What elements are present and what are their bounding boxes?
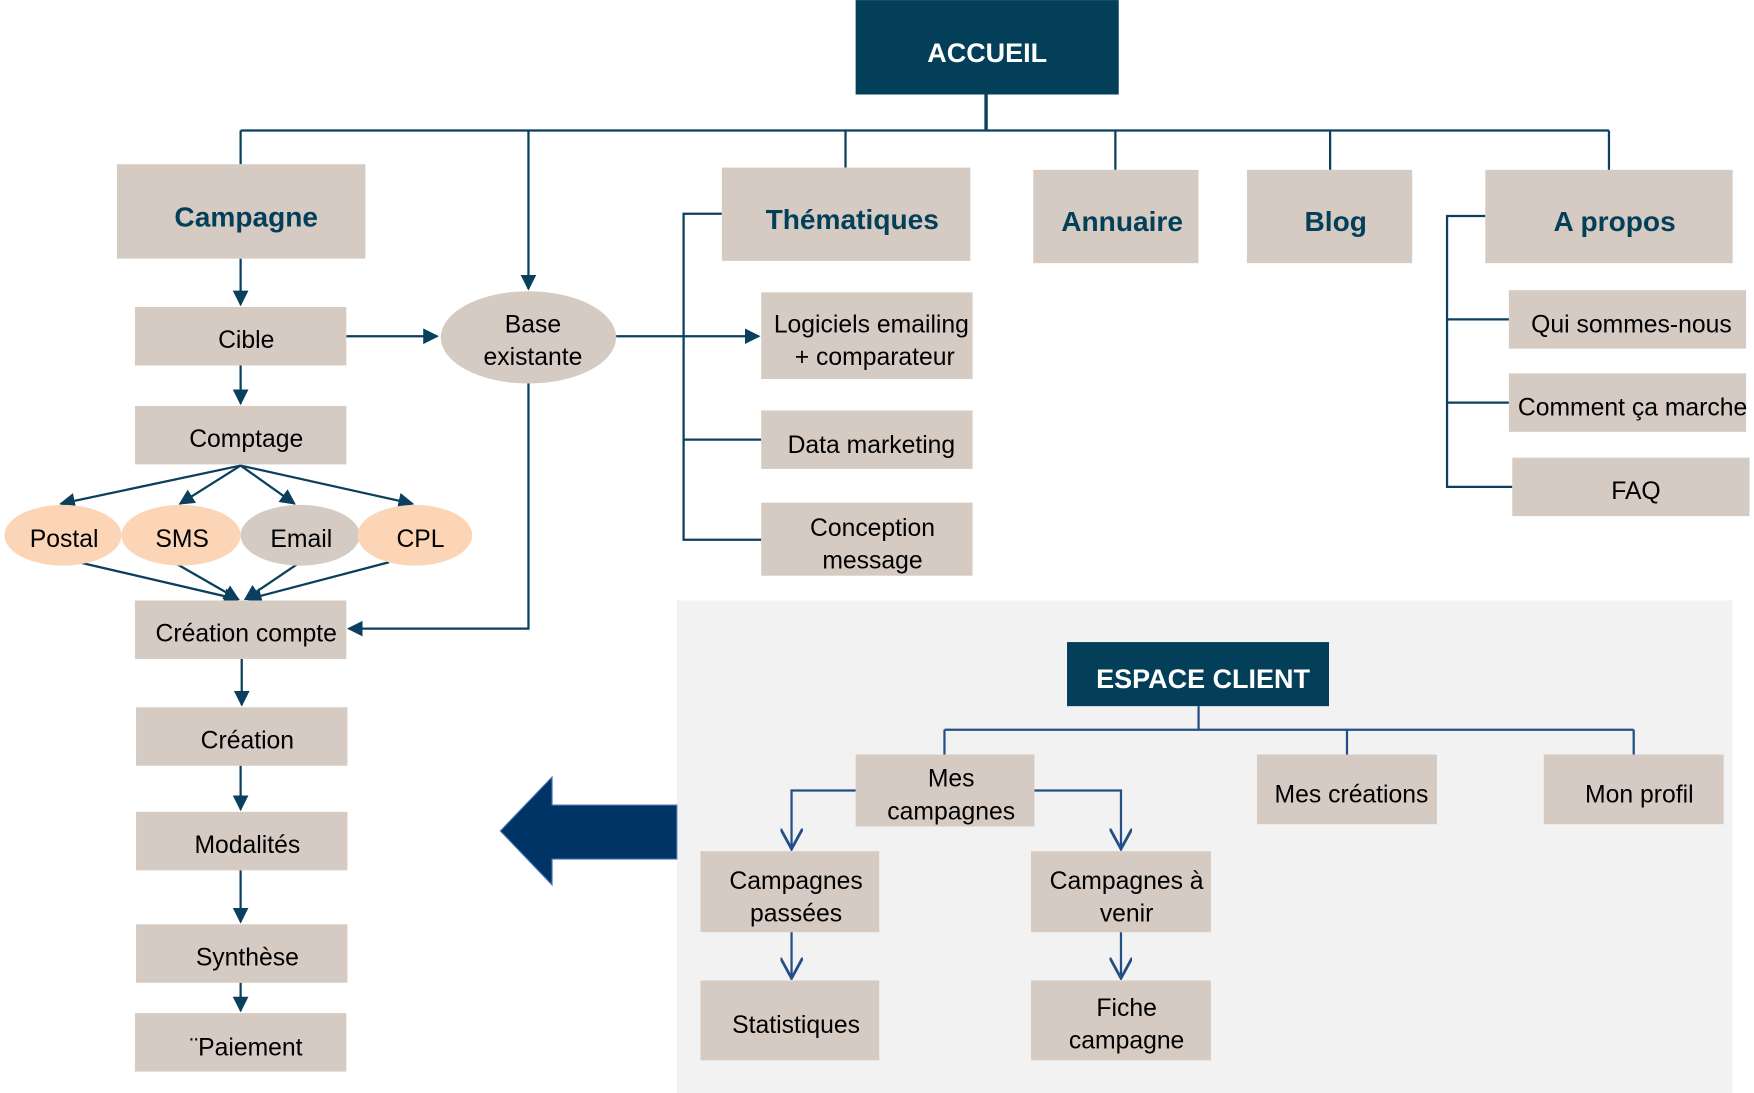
node-campagnes-a-venir-line2: venir <box>1100 901 1154 928</box>
espace-client-connectors <box>792 706 1635 978</box>
node-espace-client[interactable]: ESPACE CLIENT <box>1067 642 1329 707</box>
node-espace-client-label: ESPACE CLIENT <box>1096 664 1310 694</box>
node-logiciels-line2: + comparateur <box>795 344 955 371</box>
node-data-marketing[interactable]: Data marketing <box>761 410 973 469</box>
bracket-apropos <box>1445 214 1513 489</box>
node-statistiques[interactable]: Statistiques <box>700 980 880 1061</box>
node-campagnes-a-venir[interactable]: Campagnes à venir <box>1031 851 1211 933</box>
top-connectors <box>239 94 1611 291</box>
node-campagnes-passees[interactable]: Campagnes passées <box>700 851 880 933</box>
channel-postal-label: Postal <box>30 526 99 553</box>
node-statistiques-label: Statistiques <box>732 1012 860 1039</box>
node-base-existante-line1: Base <box>505 312 561 339</box>
node-faq[interactable]: FAQ <box>1512 457 1750 517</box>
node-comment-ca-marche[interactable]: Comment ça marche <box>1508 373 1747 432</box>
node-logiciels-line1: Logiciels emailing <box>774 312 969 339</box>
node-apropos-label: A propos <box>1553 206 1675 237</box>
node-paiement[interactable]: ¨Paiement <box>134 1013 347 1072</box>
connector-comptage-email <box>239 464 296 505</box>
node-fiche-campagne[interactable]: Fiche campagne <box>1031 980 1211 1061</box>
node-synthese-label: Synthèse <box>196 945 299 972</box>
connector-postal-creation-compte <box>78 561 240 604</box>
apropos-bracket <box>1445 214 1513 489</box>
node-comment-ca-marche-label: Comment ça marche <box>1518 395 1747 422</box>
node-synthese[interactable]: Synthèse <box>136 924 348 983</box>
channel-postal[interactable]: Postal <box>4 504 122 566</box>
node-faq-label: FAQ <box>1611 478 1660 505</box>
node-creation[interactable]: Création <box>136 707 348 766</box>
node-accueil-label: ACCUEIL <box>927 38 1047 68</box>
node-blog[interactable]: Blog <box>1246 169 1413 264</box>
node-thematiques[interactable]: Thématiques <box>721 167 971 261</box>
node-campagnes-a-venir-line1: Campagnes à <box>1050 868 1204 895</box>
node-qui-sommes-nous-label: Qui sommes-nous <box>1531 312 1732 339</box>
channel-sms[interactable]: SMS <box>121 504 241 566</box>
node-comptage-label: Comptage <box>189 426 303 453</box>
node-creation-compte-label: Création compte <box>156 621 337 648</box>
node-modalites-label: Modalités <box>194 832 300 859</box>
node-conception-line2: message <box>822 548 922 575</box>
node-conception-line1: Conception <box>810 515 935 542</box>
bracket-thematiques <box>682 212 762 541</box>
thematiques-bracket <box>682 212 762 541</box>
node-mes-campagnes[interactable]: Mes campagnes <box>855 754 1035 827</box>
node-data-marketing-label: Data marketing <box>788 432 956 459</box>
node-annuaire[interactable]: Annuaire <box>1033 169 1199 264</box>
channel-sms-label: SMS <box>155 526 209 553</box>
connector-mes-campagnes-passees <box>792 789 856 848</box>
channel-email-label: Email <box>270 526 332 553</box>
node-modalites[interactable]: Modalités <box>136 811 348 871</box>
node-cible[interactable]: Cible <box>134 307 347 366</box>
channel-cpl-label: CPL <box>396 526 444 553</box>
node-creation-compte[interactable]: Création compte <box>134 600 347 659</box>
node-campagnes-passees-line1: Campagnes <box>729 868 862 895</box>
node-conception-message[interactable]: Conception message <box>761 502 973 576</box>
node-mon-profil[interactable]: Mon profil <box>1543 754 1724 825</box>
channel-cpl[interactable]: CPL <box>357 504 473 566</box>
node-apropos[interactable]: A propos <box>1485 169 1733 264</box>
node-campagnes-passees-line2: passées <box>750 901 842 928</box>
node-campagne[interactable]: Campagne <box>116 164 366 259</box>
big-left-arrow-icon <box>499 775 678 887</box>
node-qui-sommes-nous[interactable]: Qui sommes-nous <box>1508 290 1747 349</box>
connector-base-creation-compte <box>346 383 530 637</box>
node-mon-profil-label: Mon profil <box>1585 781 1694 808</box>
node-cible-label: Cible <box>218 327 274 354</box>
connector-comptage-postal <box>59 464 241 509</box>
node-fiche-campagne-line2: campagne <box>1069 1028 1184 1055</box>
channel-email[interactable]: Email <box>240 504 360 566</box>
node-creation-label: Création <box>201 728 294 755</box>
node-logiciels-emailing[interactable]: Logiciels emailing + comparateur <box>761 292 973 379</box>
node-fiche-campagne-line1: Fiche <box>1096 995 1156 1022</box>
node-mes-creations[interactable]: Mes créations <box>1257 754 1437 825</box>
node-base-existante[interactable]: Base existante <box>440 291 617 384</box>
node-campagne-label: Campagne <box>174 202 318 233</box>
node-base-existante-line2: existante <box>483 344 582 371</box>
node-annuaire-label: Annuaire <box>1061 206 1183 237</box>
node-accueil[interactable]: ACCUEIL <box>855 0 1119 95</box>
campagne-flow-connectors <box>59 258 761 1013</box>
node-mes-creations-label: Mes créations <box>1275 781 1429 808</box>
connector-sms-creation-compte <box>177 563 240 601</box>
node-paiement-label: ¨Paiement <box>190 1034 303 1061</box>
node-mes-campagnes-line2: campagnes <box>887 798 1015 825</box>
connector-comptage-cpl <box>240 464 415 509</box>
node-blog-label: Blog <box>1305 206 1367 237</box>
connector-comptage-sms <box>178 464 242 505</box>
node-thematiques-label: Thématiques <box>766 204 939 235</box>
node-comptage[interactable]: Comptage <box>134 405 347 465</box>
connector-mes-campagnes-a-venir <box>1034 789 1121 848</box>
node-mes-campagnes-line1: Mes <box>928 766 975 793</box>
connector-cpl-creation-compte <box>245 561 390 604</box>
